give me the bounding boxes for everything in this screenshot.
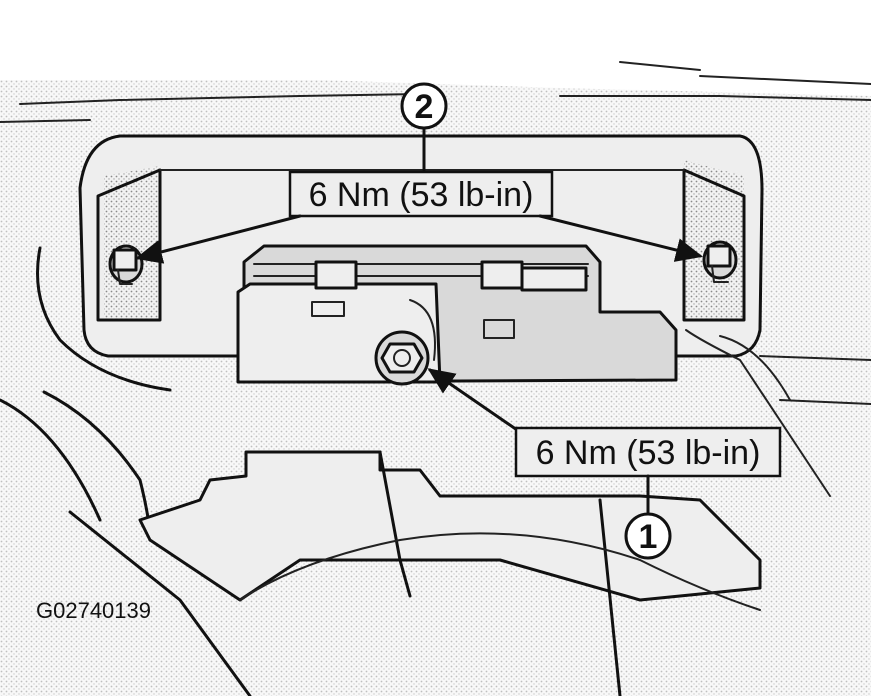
arrow-to-right-bolt xyxy=(538,214,703,262)
left-bolt xyxy=(108,244,144,285)
callout-2-number: 2 xyxy=(415,88,434,126)
callout-1-group: 6 Nm (53 lb-in) 1 xyxy=(427,368,782,560)
callout-1-number: 1 xyxy=(639,518,658,556)
torque-label-bottom: 6 Nm (53 lb-in) xyxy=(536,434,761,472)
callout-1-circle xyxy=(624,512,672,560)
center-bolt xyxy=(374,330,430,386)
figure-id: G02740139 xyxy=(36,598,151,623)
torque-label-bottom-box xyxy=(514,426,782,478)
arrow-to-center-bolt xyxy=(427,368,522,434)
torque-label-top: 6 Nm (53 lb-in) xyxy=(309,176,534,214)
callout-2-group: 2 6 Nm (53 lb-in) xyxy=(135,82,703,264)
arrow-to-left-bolt xyxy=(135,214,302,264)
callout-2-circle xyxy=(400,82,448,130)
lower-console xyxy=(68,329,871,696)
right-bolt xyxy=(702,240,738,283)
torque-label-top-box xyxy=(288,170,554,218)
